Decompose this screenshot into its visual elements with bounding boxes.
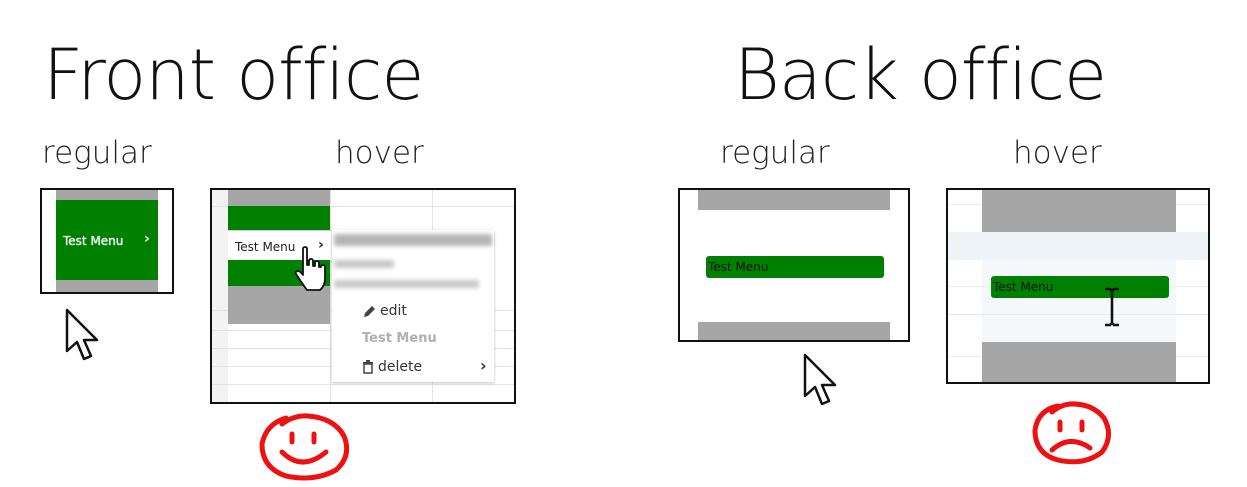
arrow-cursor-icon — [65, 308, 99, 361]
grey-bar-top — [228, 190, 330, 206]
chevron-right-icon: › — [144, 231, 150, 247]
trash-icon — [363, 360, 373, 374]
front-regular-menu-label: Test Menu — [63, 234, 124, 248]
front-regular-panel: Test Menu › — [40, 188, 174, 294]
grey-bar-top — [698, 190, 890, 210]
back-regular-menu-label: Test Menu — [708, 260, 769, 274]
blurred-text — [334, 280, 479, 288]
disabled-menu-item: Test Menu — [362, 331, 437, 346]
front-hover-panel: Test Menu › edit Test Menu delete › — [210, 188, 516, 404]
grid-line — [948, 314, 1208, 315]
blurred-header — [334, 234, 492, 246]
text-cursor-icon — [1105, 287, 1119, 327]
grey-bar-bottom — [56, 280, 158, 292]
happy-face-icon — [259, 413, 350, 481]
front-hover-label: hover — [335, 135, 424, 171]
grey-bar-bottom — [982, 342, 1176, 382]
grid-column — [212, 190, 228, 402]
grid-line — [212, 384, 514, 385]
grey-bar-top — [982, 190, 1176, 232]
back-hover-label: hover — [1013, 135, 1102, 171]
green-bar — [228, 206, 330, 230]
back-office-title: Back office — [734, 34, 1107, 116]
grey-bar-bottom — [698, 322, 890, 340]
blurred-text — [334, 260, 394, 268]
front-regular-menu-item[interactable]: Test Menu › — [56, 200, 158, 280]
back-hover-menu-label: Test Menu — [993, 280, 1054, 294]
grey-bar-top — [56, 190, 158, 200]
hover-cell — [982, 260, 1176, 342]
chevron-right-icon: › — [318, 237, 324, 253]
grey-bar-bottom — [228, 286, 330, 324]
edit-menu-item[interactable]: edit — [380, 303, 407, 319]
back-hover-menu-item[interactable]: Test Menu — [991, 276, 1169, 298]
back-regular-label: regular — [720, 135, 830, 171]
hover-row-highlight — [948, 232, 1208, 260]
back-hover-panel: Test Menu — [946, 188, 1210, 384]
back-regular-menu-item[interactable]: Test Menu — [706, 256, 884, 278]
delete-menu-item[interactable]: delete — [378, 359, 423, 375]
chevron-right-icon: › — [480, 356, 487, 375]
front-office-title: Front office — [43, 34, 424, 116]
grid-line — [330, 190, 331, 402]
grid-line — [212, 206, 514, 207]
hand-pointer-icon — [294, 246, 326, 291]
sad-face-icon — [1032, 401, 1111, 465]
front-hover-menu-label: Test Menu — [235, 240, 296, 254]
pencil-icon — [364, 306, 375, 317]
arrow-cursor-icon — [803, 353, 837, 406]
front-regular-label: regular — [42, 135, 152, 171]
context-menu: edit Test Menu delete › — [332, 230, 494, 382]
back-regular-panel: Test Menu — [678, 188, 910, 342]
